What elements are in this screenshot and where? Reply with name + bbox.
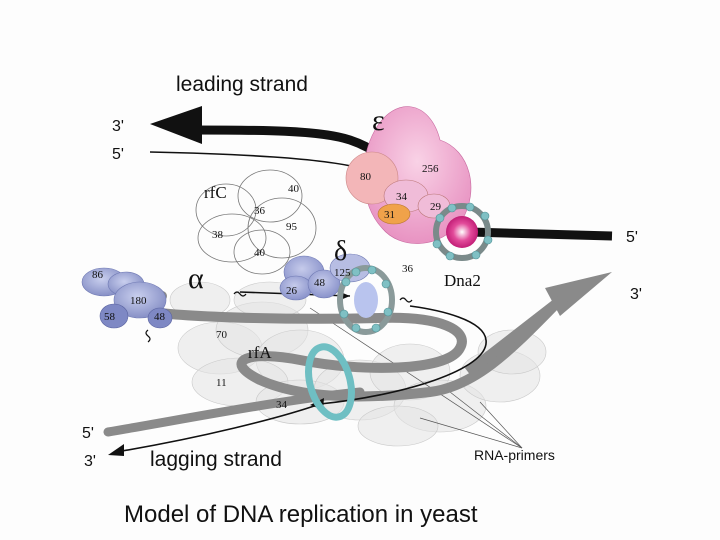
subunit-eps-34: 34	[396, 191, 408, 203]
rna-primers-label: RNA-primers	[474, 447, 555, 463]
diagram-caption: Model of DNA replication in yeast	[124, 501, 478, 528]
right-3-prime: 3'	[630, 286, 642, 303]
subunit-delta-26: 26	[286, 285, 298, 297]
epsilon-label: ε	[372, 104, 385, 137]
subunit-dna2-36: 36	[402, 263, 414, 275]
lagging-strand-label: lagging strand	[150, 448, 282, 471]
subunit-rfa-11: 11	[216, 377, 227, 389]
alpha-complex	[81, 267, 173, 329]
subunit-rfa-70: 70	[216, 329, 228, 341]
delta-label: δ	[334, 236, 347, 267]
top-3-prime: 3'	[112, 118, 124, 135]
rna-primer-lines	[309, 307, 523, 449]
subunit-eps-29: 29	[430, 201, 442, 213]
subunit-eps-80: 80	[360, 171, 372, 183]
subunit-rfc-40b: 40	[254, 247, 266, 259]
dna2-complex	[432, 202, 493, 261]
subunit-delta-125: 125	[334, 267, 351, 279]
subunit-alpha-86: 86	[92, 269, 104, 281]
rfa-label: rfA	[248, 343, 272, 362]
right-5-prime: 5'	[626, 229, 638, 246]
subunit-alpha-48: 48	[154, 311, 166, 323]
primer-squiggles	[145, 291, 413, 343]
delta-complex	[279, 253, 395, 335]
lagging-5-arrowhead	[108, 444, 124, 456]
rfc-complex	[195, 169, 317, 275]
rfc-label: rfC	[204, 183, 227, 202]
subunit-rfc-38: 38	[212, 229, 224, 241]
bottom-3-prime: 3'	[84, 453, 96, 470]
alpha-label: α	[188, 262, 204, 295]
rfa-ring	[305, 343, 355, 421]
subunit-rfa-34: 34	[276, 399, 288, 411]
subunit-rfc-36: 36	[254, 205, 266, 217]
top-5-prime: 5'	[112, 146, 124, 163]
subunit-alpha-180: 180	[130, 295, 147, 307]
leading-strand-label: leading strand	[176, 73, 308, 96]
bottom-5-prime: 5'	[82, 425, 94, 442]
subunit-eps-256: 256	[422, 163, 439, 175]
subunit-rfc-40: 40	[288, 183, 300, 195]
lagging-parental-line	[464, 292, 570, 376]
subunit-rfc-95: 95	[286, 221, 298, 233]
subunit-alpha-58: 58	[104, 311, 116, 323]
dna2-label: Dna2	[444, 271, 481, 290]
subunit-eps-31: 31	[384, 209, 395, 221]
subunit-delta-48: 48	[314, 277, 326, 289]
